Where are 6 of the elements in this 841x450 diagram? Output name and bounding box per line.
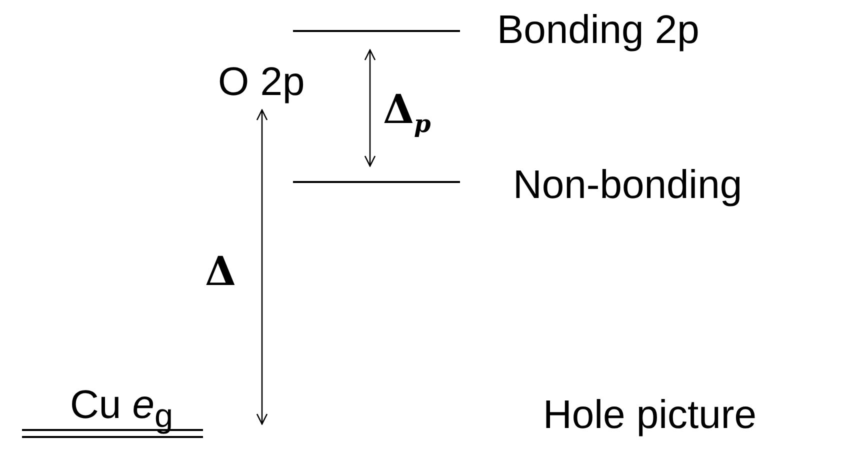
caption-text: Hole picture bbox=[543, 395, 756, 435]
energy-gap-symbol: Δ$_{p}$ bbox=[383, 90, 431, 136]
energy-gap-symbol: Δ bbox=[205, 252, 236, 292]
level-label: Non-bonding bbox=[513, 165, 742, 205]
level-label: Bonding 2p bbox=[497, 10, 700, 50]
level-label: O 2p bbox=[218, 62, 305, 102]
